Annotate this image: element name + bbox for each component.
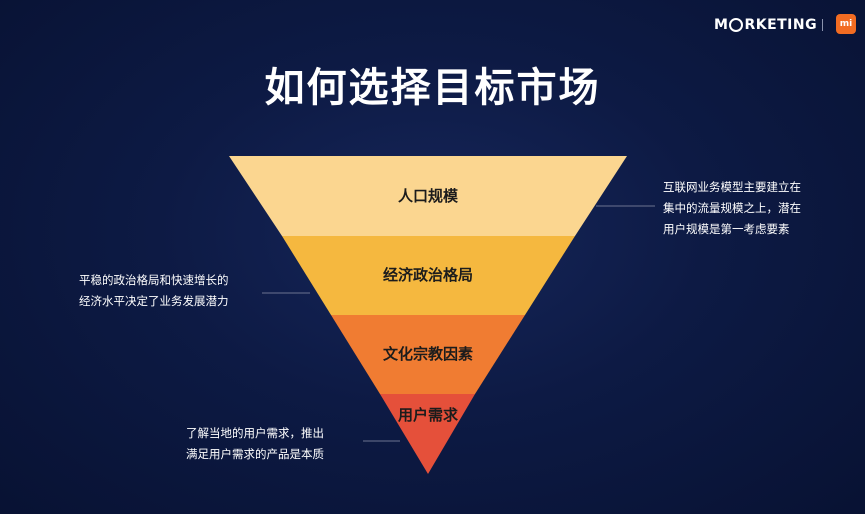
funnel-layer-1-label: 人口规模 xyxy=(398,187,459,205)
note-line: 平稳的政治格局和快速增长的 xyxy=(79,273,229,287)
note-line: 集中的流量规模之上，潜在 xyxy=(663,201,801,215)
mi-logo: mi xyxy=(836,14,856,34)
funnel-layer-2-label: 经济政治格局 xyxy=(383,266,473,284)
wordmark-suffix: RKETING xyxy=(744,17,818,33)
page-title: 如何选择目标市场 xyxy=(264,65,601,111)
funnel-layer-4-label: 用户需求 xyxy=(398,406,459,424)
header-divider xyxy=(822,19,823,31)
note-population-scale: 互联网业务模型主要建立在 集中的流量规模之上，潜在 用户规模是第一考虑要素 xyxy=(663,177,833,240)
funnel-layer-4 xyxy=(380,394,475,474)
funnel-layer-1 xyxy=(229,156,627,236)
note-line: 互联网业务模型主要建立在 xyxy=(663,180,801,194)
note-user-needs: 了解当地的用户需求，推出 满足用户需求的产品是本质 xyxy=(186,423,356,465)
note-line: 用户规模是第一考虑要素 xyxy=(663,222,790,236)
funnel-layer-3-label: 文化宗教因素 xyxy=(383,345,473,363)
note-economy-politics: 平稳的政治格局和快速增长的 经济水平决定了业务发展潜力 xyxy=(79,270,259,312)
wordmark-ring-icon xyxy=(729,18,744,32)
funnel-layer-3 xyxy=(331,315,525,394)
marketing-wordmark: M RKETING xyxy=(714,14,817,36)
note-line: 满足用户需求的产品是本质 xyxy=(186,447,324,461)
wordmark-prefix: M xyxy=(714,17,729,33)
note-line: 经济水平决定了业务发展潜力 xyxy=(79,294,229,308)
note-line: 了解当地的用户需求，推出 xyxy=(186,426,324,440)
funnel-layer-2 xyxy=(282,236,575,315)
mi-logo-text: mi xyxy=(839,19,853,29)
